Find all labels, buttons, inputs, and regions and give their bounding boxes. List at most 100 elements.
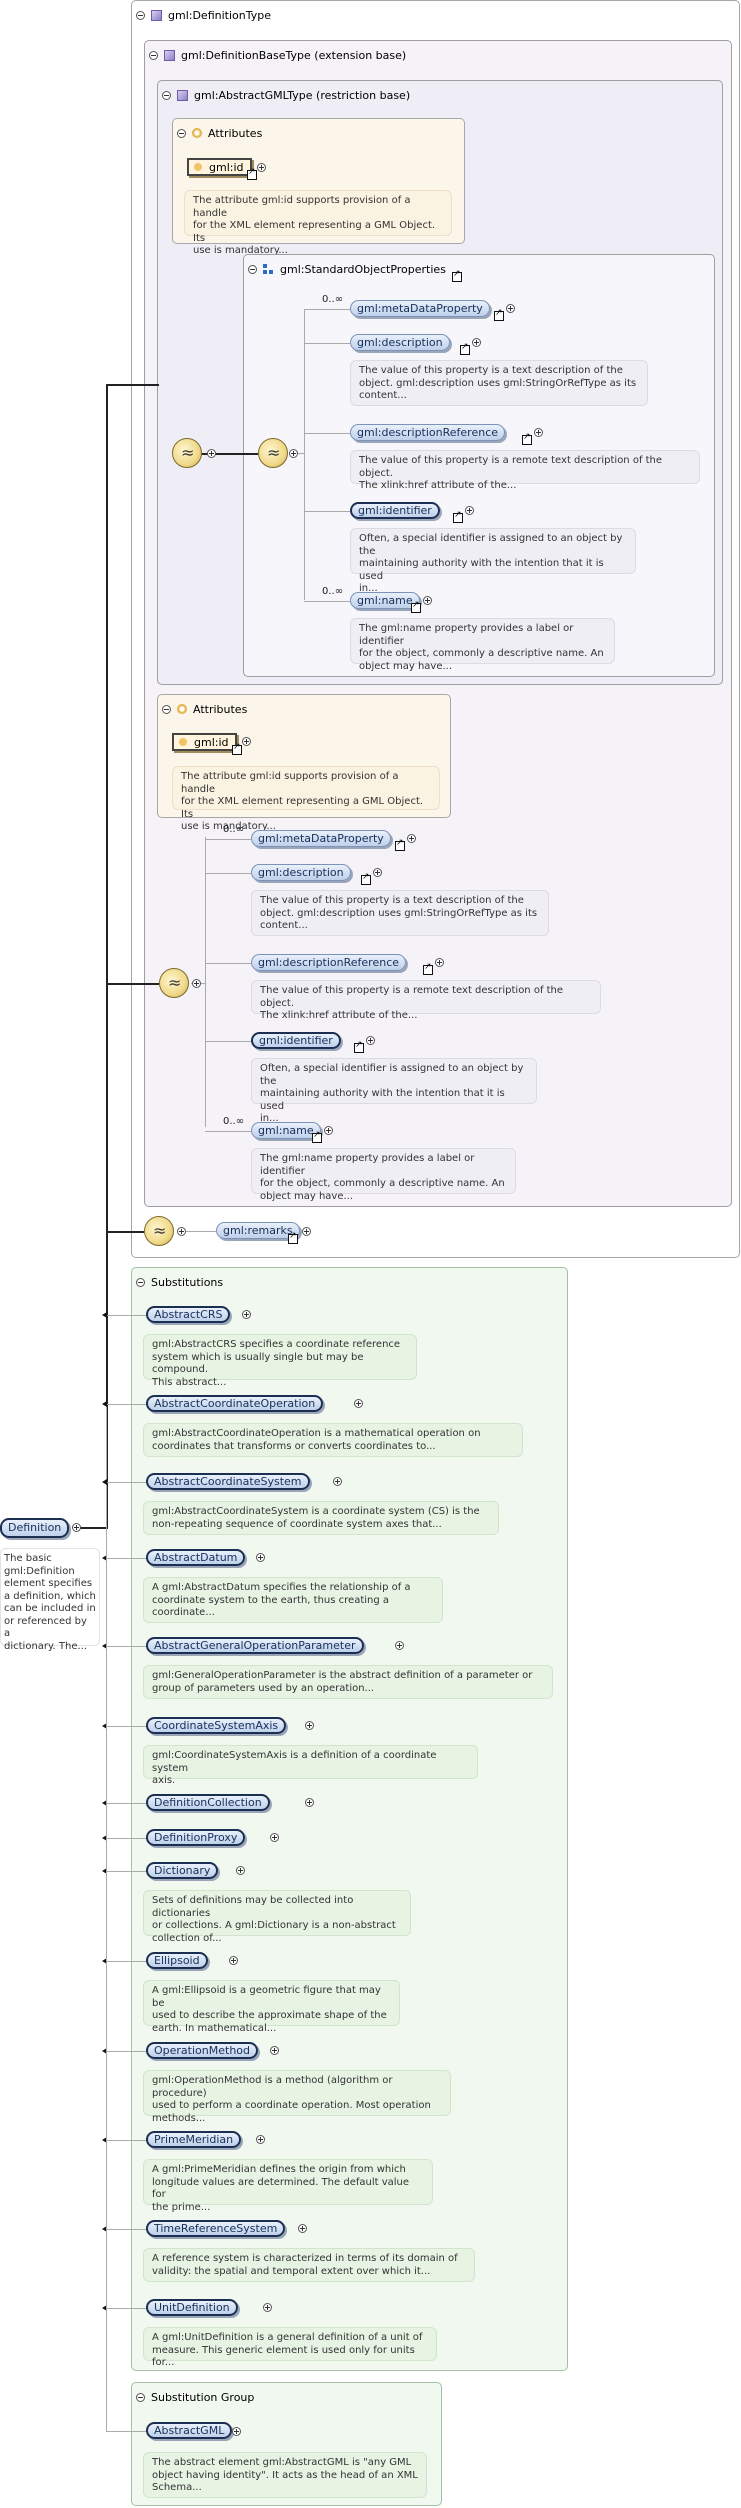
expand-icon[interactable]	[302, 1227, 311, 1236]
element-unitdefinition[interactable]: UnitDefinition	[146, 2299, 238, 2316]
element-abstractcoordinateoperation[interactable]: AbstractCoordinateOperation	[146, 1395, 324, 1412]
element-gml-name[interactable]: gml:name	[251, 1122, 321, 1139]
collapse-icon[interactable]	[136, 1277, 145, 1287]
link-icon[interactable]	[453, 510, 463, 523]
element-definitionproxy[interactable]: DefinitionProxy	[146, 1829, 246, 1846]
element-gml-description[interactable]: gml:description	[350, 334, 450, 351]
element-abstractcoordinatesystem[interactable]: AbstractCoordinateSystem	[146, 1473, 310, 1490]
element-doc: The value of this property is a remote t…	[350, 450, 700, 491]
expand-icon[interactable]	[435, 958, 444, 967]
attributes-outer-title: Attributes	[193, 702, 248, 716]
link-icon[interactable]	[494, 308, 504, 321]
cardinality-label: 0..∞	[223, 824, 245, 835]
element-dictionary[interactable]: Dictionary	[146, 1862, 219, 1879]
element-gml-identifier[interactable]: gml:identifier	[251, 1032, 341, 1049]
element-gml-description[interactable]: gml:description	[251, 864, 351, 881]
expand-icon[interactable]	[423, 596, 432, 605]
expand-icon[interactable]	[256, 2135, 265, 2144]
expand-icon[interactable]	[298, 2224, 307, 2233]
element-doc: gml:AbstractCRS specifies a coordinate r…	[143, 1334, 417, 1388]
link-icon[interactable]	[312, 1130, 322, 1143]
link-icon[interactable]	[460, 342, 470, 355]
expand-icon[interactable]	[534, 428, 543, 437]
element-gml-identifier[interactable]: gml:identifier	[350, 502, 440, 519]
cardinality-label: 0..∞	[322, 586, 344, 597]
expand-icon[interactable]	[256, 1553, 265, 1562]
element-primemeridian[interactable]: PrimeMeridian	[146, 2131, 242, 2148]
expand-icon[interactable]	[263, 2303, 272, 2312]
expand-icon[interactable]	[324, 1126, 333, 1135]
element-abstractcrs[interactable]: AbstractCRS	[146, 1306, 231, 1323]
element-timereferencesystem[interactable]: TimeReferenceSystem	[146, 2220, 286, 2237]
expand-icon[interactable]	[270, 1833, 279, 1842]
element-gml-metadataproperty[interactable]: gml:metaDataProperty	[251, 830, 391, 847]
expand-icon[interactable]	[506, 304, 515, 313]
expand-icon[interactable]	[333, 1477, 342, 1486]
expand-icon[interactable]	[395, 1641, 404, 1650]
link-icon[interactable]	[522, 432, 532, 445]
element-doc: gml:AbstractCoordinateOperation is a mat…	[143, 1423, 523, 1457]
element-definition[interactable]: Definition	[0, 1518, 70, 1538]
link-icon[interactable]	[288, 1231, 298, 1244]
attribute-gml-id[interactable]: gml:id	[187, 158, 252, 176]
substitution-group-header: Substitution Group	[136, 2387, 254, 2407]
element-coordinatesystemaxis[interactable]: CoordinateSystemAxis	[146, 1717, 287, 1734]
expand-icon[interactable]	[472, 338, 481, 347]
expand-icon[interactable]	[242, 737, 251, 746]
link-icon[interactable]	[395, 838, 405, 851]
connector	[106, 1646, 146, 1647]
arrow-icon	[102, 1401, 107, 1407]
attribute-gml-id-doc: The attribute gml:id supports provision …	[184, 190, 452, 256]
element-gml-metadataproperty[interactable]: gml:metaDataProperty	[350, 300, 490, 317]
element-gml-name[interactable]: gml:name	[350, 592, 420, 609]
collapse-icon[interactable]	[248, 264, 257, 274]
element-definitioncollection[interactable]: DefinitionCollection	[146, 1794, 270, 1811]
element-label: gml:identifier	[259, 1034, 333, 1047]
link-icon[interactable]	[232, 742, 242, 755]
arrow-icon	[102, 2048, 107, 2054]
element-gml-descriptionreference[interactable]: gml:descriptionReference	[350, 424, 506, 441]
expand-icon[interactable]	[232, 2427, 241, 2436]
collapse-icon[interactable]	[162, 704, 171, 714]
collapse-icon[interactable]	[162, 90, 171, 100]
collapse-icon[interactable]	[192, 979, 201, 988]
collapse-icon[interactable]	[289, 449, 298, 458]
expand-icon[interactable]	[465, 506, 474, 515]
collapse-icon[interactable]	[136, 2392, 145, 2402]
expand-icon[interactable]	[373, 868, 382, 877]
element-doc: gml:OperationMethod is a method (algorit…	[143, 2070, 451, 2124]
link-icon[interactable]	[354, 1040, 364, 1053]
collapse-icon[interactable]	[207, 449, 216, 458]
element-definition-label: Definition	[8, 1521, 62, 1534]
element-ellipsoid[interactable]: Ellipsoid	[146, 1952, 208, 1969]
expand-icon[interactable]	[242, 1310, 251, 1319]
element-abstractdatum[interactable]: AbstractDatum	[146, 1549, 246, 1566]
element-abstract-gml[interactable]: AbstractGML	[146, 2422, 233, 2439]
arrow-icon	[102, 1312, 107, 1318]
collapse-icon[interactable]	[177, 128, 186, 138]
expand-icon[interactable]	[236, 1866, 245, 1875]
expand-icon[interactable]	[366, 1036, 375, 1045]
expand-icon[interactable]	[305, 1798, 314, 1807]
expand-icon[interactable]	[354, 1399, 363, 1408]
expand-icon[interactable]	[305, 1721, 314, 1730]
expand-icon[interactable]	[257, 163, 266, 172]
expand-icon[interactable]	[229, 1956, 238, 1965]
element-abstractgeneraloperationparameter[interactable]: AbstractGeneralOperationParameter	[146, 1637, 364, 1654]
element-gml-descriptionreference[interactable]: gml:descriptionReference	[251, 954, 407, 971]
element-operationmethod[interactable]: OperationMethod	[146, 2042, 258, 2059]
link-icon[interactable]	[423, 962, 433, 975]
expand-icon[interactable]	[407, 834, 416, 843]
collapse-icon[interactable]	[177, 1227, 186, 1236]
element-label: gml:description	[357, 336, 443, 349]
collapse-icon[interactable]	[136, 10, 145, 20]
link-icon[interactable]	[411, 600, 421, 613]
element-gml-remarks[interactable]: gml:remarks	[216, 1222, 300, 1239]
attribute-gml-id-outer[interactable]: gml:id	[172, 733, 237, 751]
link-icon[interactable]	[247, 167, 257, 180]
expand-icon[interactable]	[72, 1523, 81, 1532]
expand-icon[interactable]	[270, 2046, 279, 2055]
link-icon[interactable]	[452, 269, 462, 282]
collapse-icon[interactable]	[149, 50, 158, 60]
link-icon[interactable]	[361, 872, 371, 885]
